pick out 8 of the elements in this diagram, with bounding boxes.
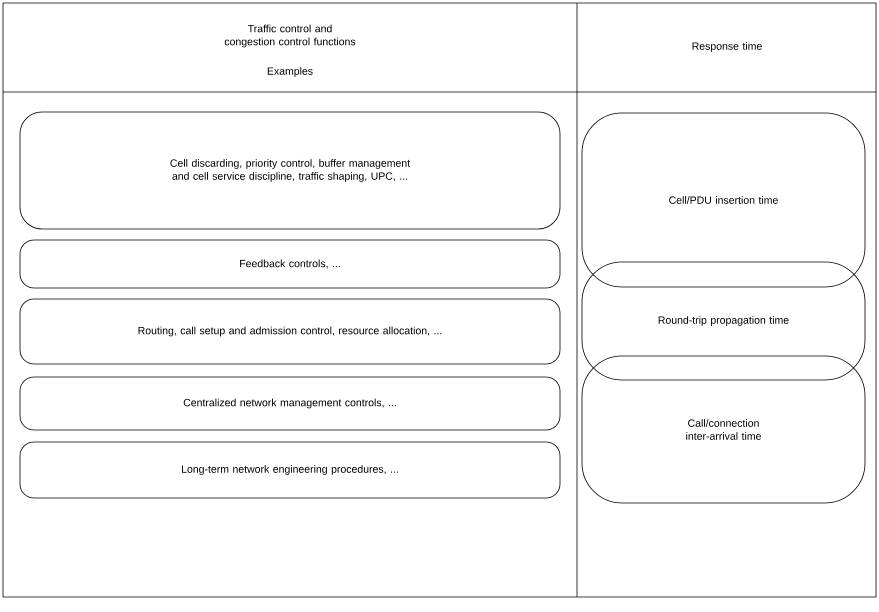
rounded-box: Centralized network management controls, ... — [20, 376, 560, 430]
rounded-box: Routing, call setup and admission control, resource allocation, ... — [20, 298, 560, 364]
rounded-box: Feedback controls, ... — [20, 240, 560, 288]
header-text: Traffic control and congestion control functions — [224, 24, 356, 48]
header-text: Response time — [692, 42, 762, 52]
rounded-box: Cell discarding, priority control, buffer management and cell service discipline, traffic shaping, UPC, ... — [20, 112, 560, 230]
rounded-box: Long-term network engineering procedures, ... — [20, 442, 560, 498]
header-text: Examples — [268, 67, 313, 77]
